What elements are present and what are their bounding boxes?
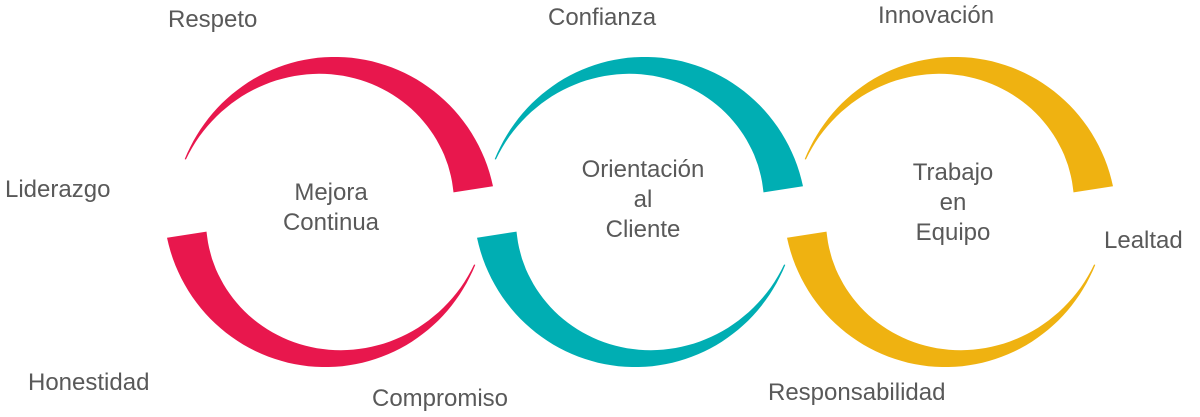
mejora-continua-top-arc bbox=[184, 57, 493, 193]
label-line: Trabajo bbox=[912, 159, 994, 186]
outer-label-responsabilidad: Responsabilidad bbox=[768, 379, 946, 406]
outer-label-honestidad: Honestidad bbox=[28, 369, 150, 396]
outer-label-innovacion: Innovación bbox=[878, 2, 995, 29]
circle-label-trabajo-equipo: Trabajo en Equipo bbox=[913, 158, 993, 248]
orientacion-cliente-top-arc bbox=[494, 57, 803, 193]
label-line: Cliente bbox=[605, 216, 681, 243]
label-line: al bbox=[633, 186, 653, 213]
mejora-continua-bottom-arc bbox=[167, 231, 476, 367]
trabajo-equipo-top-arc bbox=[804, 57, 1113, 193]
label-line: Orientación bbox=[581, 156, 705, 183]
outer-label-compromiso: Compromiso bbox=[372, 385, 509, 412]
outer-label-liderazgo: Liderazgo bbox=[5, 176, 111, 203]
outer-label-lealtad: Lealtad bbox=[1104, 227, 1183, 254]
circle-label-orientacion-cliente: Orientación al Cliente bbox=[582, 155, 705, 245]
trabajo-equipo-bottom-arc bbox=[787, 231, 1096, 367]
label-line: en bbox=[939, 189, 967, 216]
outer-label-confianza: Confianza bbox=[548, 4, 657, 31]
outer-label-respeto: Respeto bbox=[168, 6, 258, 33]
label-line: Mejora bbox=[294, 179, 368, 206]
circle-label-mejora-continua: Mejora Continua bbox=[283, 178, 379, 238]
orientacion-cliente-bottom-arc bbox=[477, 231, 786, 367]
label-line: Continua bbox=[282, 209, 380, 236]
label-line: Equipo bbox=[915, 219, 991, 246]
